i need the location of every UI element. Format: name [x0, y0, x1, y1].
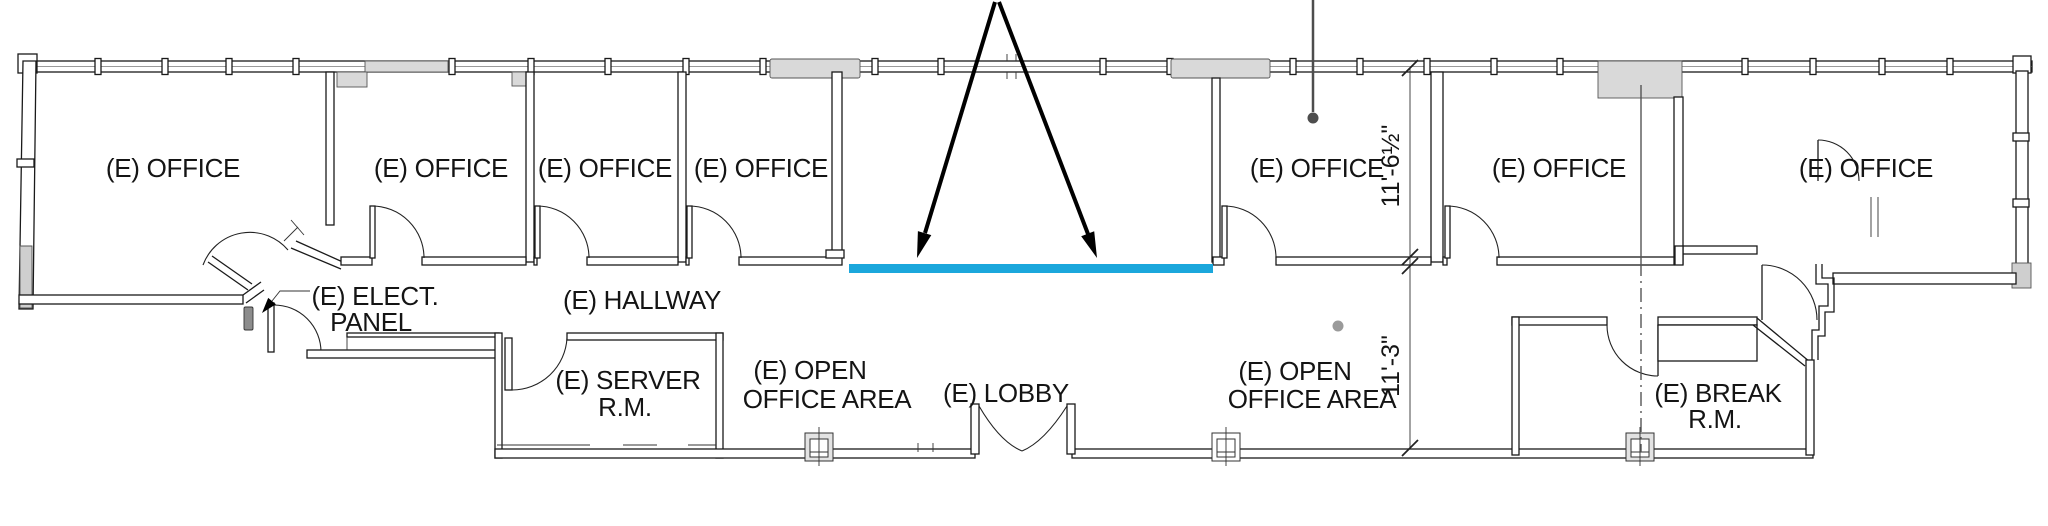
- label-office-6: (E) OFFICE: [1492, 153, 1626, 183]
- label-server-room-1: (E) SERVER: [555, 365, 700, 395]
- door-swing: [978, 405, 1023, 452]
- floor-box-symbol: [1211, 427, 1241, 466]
- office-front-walls: [340, 245, 1758, 266]
- window-wall-top: [17, 53, 2033, 99]
- label-server-room-2: R.M.: [598, 392, 652, 422]
- door-swing: [1606, 324, 1659, 377]
- reference-markers: [1307, 0, 1344, 332]
- marker-dot: [1307, 112, 1319, 124]
- label-office-2: (E) OFFICE: [374, 153, 508, 183]
- arrowhead-icon: [1081, 231, 1097, 258]
- door-swing: [202, 231, 289, 266]
- door-swing: [511, 337, 568, 391]
- label-lobby: (E) LOBBY: [943, 378, 1069, 408]
- label-open-office-1b: OFFICE AREA: [743, 384, 913, 414]
- office-divider-walls: [325, 71, 1684, 265]
- label-office-7: (E) OFFICE: [1799, 153, 1933, 183]
- label-open-office-1a: (E) OPEN: [753, 355, 866, 385]
- door-leaf: [207, 255, 253, 291]
- break-room-walls: [1511, 85, 1835, 456]
- dimension-label-upper: 11'-6½": [1377, 125, 1405, 208]
- door-leaf: [267, 302, 275, 353]
- door-swing: [1223, 205, 1277, 259]
- highlighted-wall-segment: [849, 264, 1213, 273]
- label-elect-panel-2: PANEL: [330, 307, 412, 337]
- floor-box-symbol: [804, 427, 834, 466]
- wall-columns: [336, 58, 1683, 99]
- room-labels: (E) OFFICE (E) OFFICE (E) OFFICE (E) OFF…: [106, 153, 1934, 434]
- door-swing: [536, 205, 590, 259]
- door-swing: [1021, 405, 1068, 452]
- opening-symbol: [1870, 197, 1879, 237]
- electrical-panel-symbol: [243, 306, 254, 331]
- dimension-string: 11'-6½" 11'-3": [1377, 59, 1419, 457]
- marker-dot: [1332, 320, 1344, 332]
- floor-box-symbols: [804, 427, 1655, 466]
- door-swing: [1761, 264, 1818, 321]
- door-leaf: [1221, 205, 1228, 259]
- floor-box-symbol: [1625, 427, 1655, 466]
- door-leaf: [369, 205, 376, 259]
- door-leaf: [1444, 205, 1451, 259]
- annotation-arrows: [917, 1, 1097, 258]
- door-leaf: [504, 337, 513, 391]
- label-break-room-1: (E) BREAK: [1654, 378, 1782, 408]
- label-office-4: (E) OFFICE: [694, 153, 828, 183]
- annotation-arrow-line: [997, 1, 1090, 235]
- window-break-ticks: [1006, 54, 1017, 79]
- label-hallway: (E) HALLWAY: [563, 285, 721, 315]
- door-leaf: [534, 205, 541, 259]
- leader-line: [271, 290, 310, 302]
- label-office-5: (E) OFFICE: [1250, 153, 1384, 183]
- office1-vestibule: [18, 219, 346, 353]
- exterior-walls: [16, 60, 2032, 310]
- door-swing: [371, 205, 425, 259]
- door-swing: [273, 304, 322, 353]
- door-jamb: [1066, 403, 1076, 455]
- label-office-1: (E) OFFICE: [106, 153, 240, 183]
- lobby-entry: [970, 403, 1076, 455]
- leader-arrowhead-icon: [262, 297, 276, 313]
- dimension-label-lower: 11'-3": [1377, 335, 1405, 397]
- break-room-counter: [1657, 324, 1758, 362]
- door-swing: [688, 205, 742, 259]
- label-break-room-2: R.M.: [1688, 404, 1742, 434]
- window-mullions: [28, 57, 1954, 76]
- door-swing: [1446, 205, 1500, 259]
- label-office-3: (E) OFFICE: [538, 153, 672, 183]
- arrowhead-icon: [917, 231, 932, 258]
- label-open-office-2b: OFFICE AREA: [1228, 384, 1398, 414]
- label-elect-panel-1: (E) ELECT.: [311, 281, 438, 311]
- door-jamb: [970, 403, 980, 455]
- office-doors: [369, 139, 1879, 259]
- door-swing: [1817, 139, 1860, 182]
- door-stop-ticks: [917, 443, 934, 452]
- annotation-arrow-line: [923, 1, 997, 234]
- label-open-office-2a: (E) OPEN: [1238, 356, 1351, 386]
- door-leaf: [686, 205, 693, 259]
